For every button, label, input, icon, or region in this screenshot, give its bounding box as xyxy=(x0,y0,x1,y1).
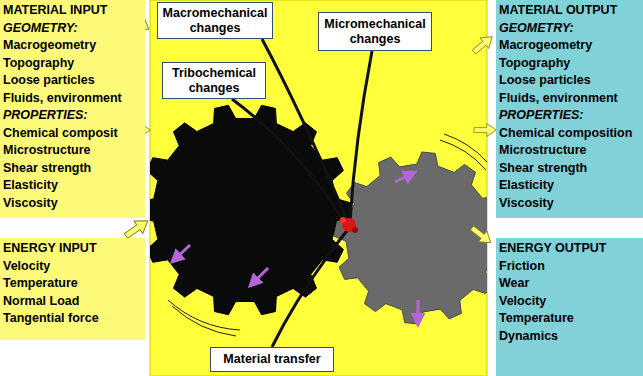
contact-spot xyxy=(340,217,358,233)
item-label: Temperature xyxy=(499,310,641,328)
item-label: Velocity xyxy=(3,258,143,276)
panel-heading: ENERGY OUTPUT xyxy=(499,240,641,258)
change-box: Micromechanical changes xyxy=(318,12,432,51)
item-label: Macrogeometry xyxy=(499,37,641,55)
change-box: Material transfer xyxy=(210,347,334,372)
item-label: Loose particles xyxy=(3,72,143,90)
item-label: Chemical composition xyxy=(499,125,641,143)
item-label: Chemical composit xyxy=(3,125,143,143)
item-label: Micromechanical changes xyxy=(322,17,428,47)
input-panel: ENERGY INPUTVelocityTemperatureNormal Lo… xyxy=(0,238,145,340)
item-label: Topography xyxy=(3,55,143,73)
item-label: Elasticity xyxy=(499,177,641,195)
item-label: Microstructure xyxy=(3,142,143,160)
item-label: Microstructure xyxy=(499,142,641,160)
input-panel: MATERIAL INPUTGEOMETRY:MacrogeometryTopo… xyxy=(0,0,145,218)
panel-heading: MATERIAL INPUT xyxy=(3,2,143,20)
item-label: Topography xyxy=(499,55,641,73)
item-label: Shear strength xyxy=(499,160,641,178)
item-label: Fluids, environment xyxy=(3,90,143,108)
item-label: Friction xyxy=(499,258,641,276)
item-label: Dynamics xyxy=(499,328,641,346)
item-label: Normal Load xyxy=(3,293,143,311)
item-label: Temperature xyxy=(3,275,143,293)
driving-gear xyxy=(150,105,351,314)
item-label: Velocity xyxy=(499,293,641,311)
lubricant-film xyxy=(168,134,487,336)
item-label: Viscosity xyxy=(3,195,143,213)
driven-gear xyxy=(334,152,487,324)
item-label: Viscosity xyxy=(499,195,641,213)
item-label: PROPERTIES: xyxy=(499,107,641,125)
change-box: Macromechanical changes xyxy=(157,2,273,39)
item-label: Wear xyxy=(499,275,641,293)
rotation-arrow xyxy=(172,172,418,325)
output-panel: ENERGY OUTPUTFrictionWearVelocityTempera… xyxy=(496,238,643,376)
panel-heading: ENERGY INPUT xyxy=(3,240,143,258)
item-label: Tangential force xyxy=(3,310,143,328)
item-label: Loose particles xyxy=(499,72,641,90)
output-panel: MATERIAL OUTPUTGEOMETRY:MacrogeometryTop… xyxy=(496,0,643,218)
item-label: Fluids, environment xyxy=(499,90,641,108)
panel-heading: MATERIAL OUTPUT xyxy=(499,2,641,20)
flow-arrow xyxy=(122,8,497,248)
gear-pair xyxy=(150,105,487,324)
item-label: Tribochemical changes xyxy=(166,66,262,96)
item-label: GEOMETRY: xyxy=(3,20,143,38)
item-label: Macrogeometry xyxy=(3,37,143,55)
item-label: GEOMETRY: xyxy=(499,20,641,38)
change-box: Tribochemical changes xyxy=(162,62,266,99)
item-label: Macromechanical changes xyxy=(161,6,269,36)
item-label: Shear strength xyxy=(3,160,143,178)
item-label: PROPERTIES: xyxy=(3,107,143,125)
item-label: Elasticity xyxy=(3,177,143,195)
item-label: Material transfer xyxy=(223,352,320,367)
